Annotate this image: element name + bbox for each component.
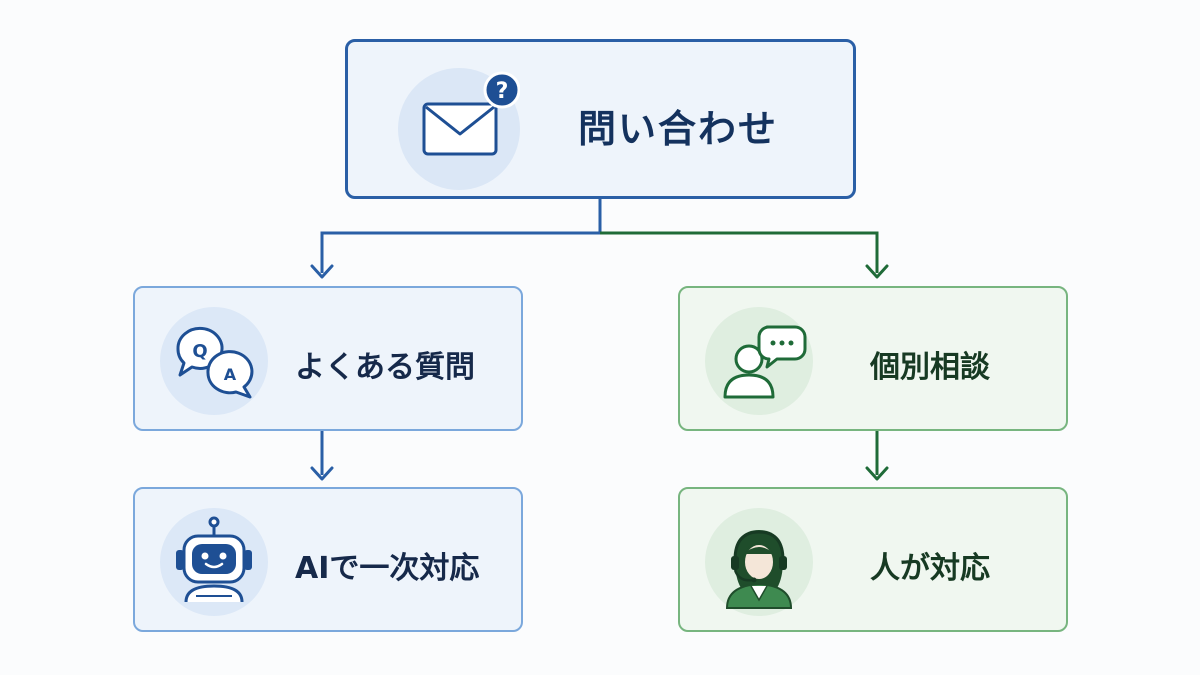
node-human-label: 人が対応 (870, 551, 990, 586)
node-ai-first-response: AIで一次対応 (133, 487, 523, 632)
node-inquiry: ? 問い合わせ (345, 39, 856, 199)
node-faq-label: よくある質問 (295, 350, 475, 385)
svg-text:?: ? (496, 79, 509, 104)
connector-root-to-consultation (600, 231, 879, 273)
person-chat-icon (705, 307, 813, 415)
qa-bubbles-icon: Q A (160, 307, 268, 415)
connector-root-to-faq (320, 231, 600, 273)
node-consultation-label: 個別相談 (870, 350, 990, 385)
node-ai-label: AIで一次対応 (295, 551, 480, 586)
node-faq: Q A よくある質問 (133, 286, 523, 431)
mail-question-icon: ? (398, 68, 520, 190)
headset-operator-icon (705, 508, 813, 616)
arrowhead-consultation (865, 264, 889, 279)
node-human-response: 人が対応 (678, 487, 1068, 632)
arrowhead-ai (310, 466, 334, 481)
robot-icon (160, 508, 268, 616)
svg-text:Q: Q (192, 341, 207, 362)
arrowhead-human (865, 466, 889, 481)
svg-text:A: A (224, 365, 237, 384)
node-inquiry-label: 問い合わせ (578, 107, 779, 151)
node-individual-consultation: 個別相談 (678, 286, 1068, 431)
arrowhead-faq (310, 264, 334, 279)
